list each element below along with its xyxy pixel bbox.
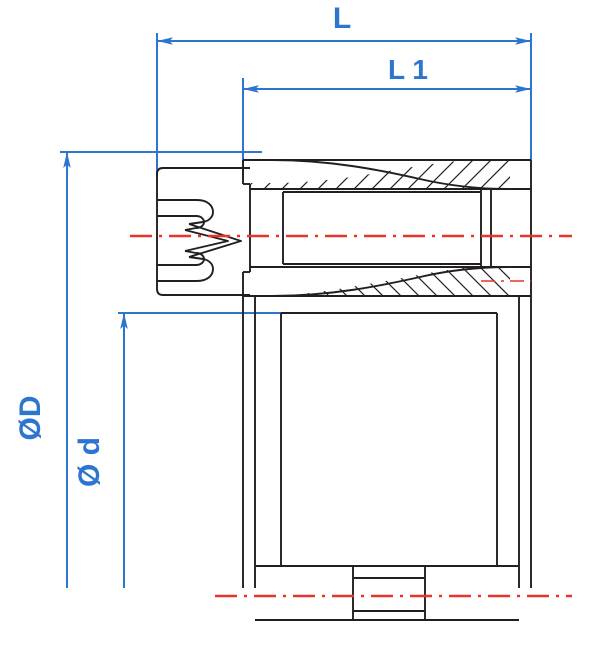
arrowhead-L1-right-icon (515, 85, 531, 93)
collar-slot-upper-outer (157, 199, 214, 225)
taper-line-upper (271, 159, 511, 190)
collar-vee-upper (188, 223, 242, 258)
dimension-label-OD: ØD (14, 396, 47, 441)
taper-line-lower (271, 266, 511, 297)
dimension-label-L1: L 1 (388, 54, 428, 85)
dimension-inner-diameter: Ø d (73, 312, 281, 588)
dimension-label-L: L (333, 2, 351, 35)
arrowhead-Od-top-icon (120, 313, 128, 329)
arrowhead-L-right-icon (515, 37, 531, 45)
dimension-label-Od: Ø d (73, 437, 106, 487)
collar-vee-lower (184, 229, 229, 252)
centerlines (130, 234, 572, 598)
collar-slot-lower-outer (157, 256, 214, 282)
arrowhead-L1-left-icon (243, 85, 259, 93)
longitudinal-section-view (156, 159, 532, 297)
front-body-outline (280, 313, 498, 567)
dimension-outer-diameter: ØD (14, 151, 262, 588)
dimension-overall-length: L (156, 2, 532, 178)
clamp-collar-outline (156, 167, 250, 296)
arrowhead-L-left-icon (157, 37, 173, 45)
arrowhead-OD-top-icon (63, 152, 71, 168)
dimension-inner-length: L 1 (242, 54, 532, 178)
front-elevation-view (242, 296, 532, 621)
